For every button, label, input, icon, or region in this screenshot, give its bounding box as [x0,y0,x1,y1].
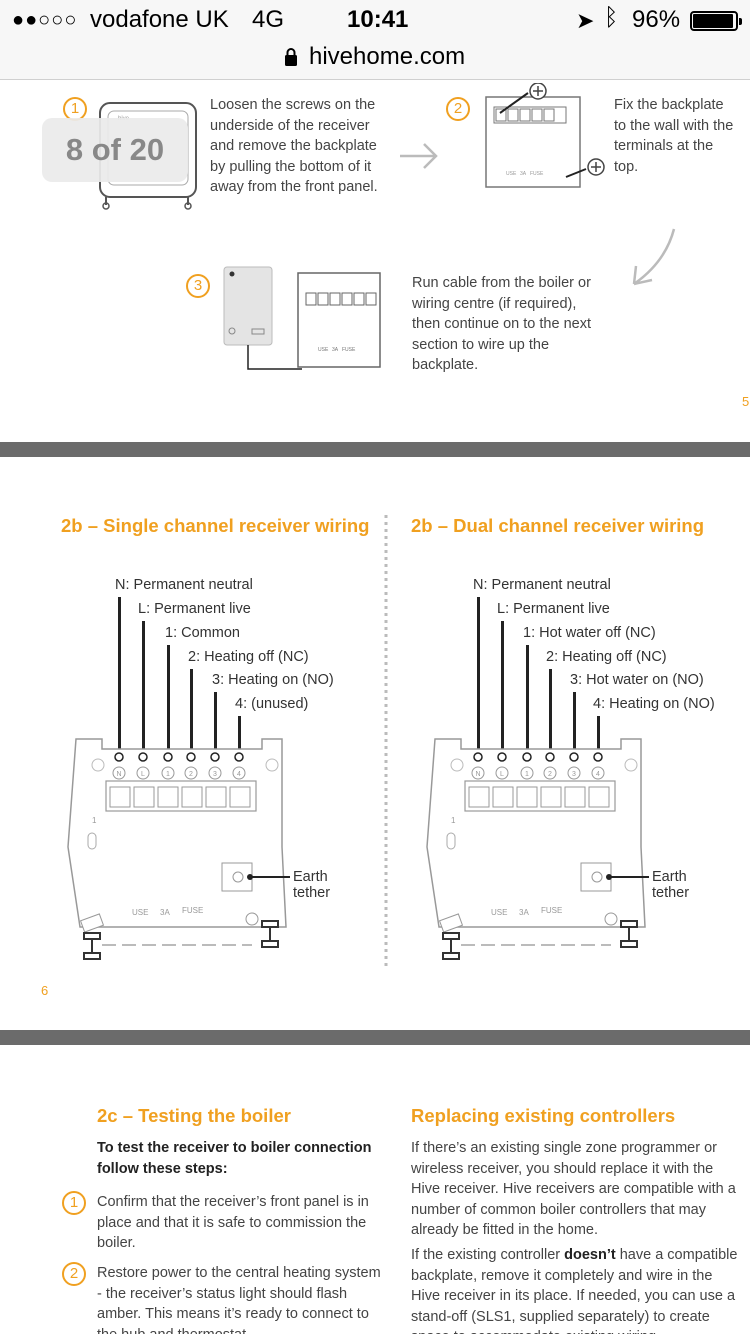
column-divider [384,515,388,970]
url-text[interactable]: hivehome.com [309,43,466,70]
svg-text:3A: 3A [519,908,529,917]
single-label-2: 2: Heating off (NC) [188,649,309,665]
testing-step-1-text: Confirm that the receiver’s front panel … [97,1194,369,1251]
svg-text:1: 1 [92,816,97,825]
dual-label-l: L: Permanent live [497,601,610,617]
status-bar: ●●○○○ vodafone UK 4G 10:41 ➤ ᛒ 96% [0,0,750,40]
svg-text:USE: USE [506,171,517,177]
testing-intro: To test the receiver to boiler connectio… [97,1140,372,1177]
single-label-l: L: Permanent live [138,601,251,617]
page-divider [0,442,750,457]
testing-step-1-badge: 1 [62,1191,86,1215]
signal-strength: ●●○○○ [12,9,78,31]
testing-step-2-text: Restore power to the central heating sys… [97,1265,381,1334]
svg-text:L: L [141,771,145,778]
arrow-down-left-icon [632,228,676,286]
dual-channel-backplate-diagram: N L 1 2 3 4 1 USE 3A FUSE [426,597,649,960]
battery-level [693,14,734,28]
single-channel-heading: 2b – Single channel receiver wiring [61,515,370,536]
testing-step-2-badge: 2 [62,1262,86,1286]
svg-text:FUSE: FUSE [541,906,562,915]
arrow-right-icon [400,143,438,169]
svg-text:3A: 3A [520,171,527,177]
single-earth-label-2: tether [293,885,331,901]
svg-text:3A: 3A [160,908,170,917]
step-3-badge: 3 [186,274,210,298]
svg-text:3: 3 [213,771,217,778]
dual-label-n: N: Permanent neutral [473,577,611,593]
replacing-controllers-heading: Replacing existing controllers [411,1105,676,1126]
dual-label-4: 4: Heating on (NO) [593,696,715,712]
cable-routing-illustration: USE 3A FUSE [223,266,381,370]
manual-page-5: hive 1 Loosen the screws on the undersid… [0,81,750,442]
page-counter-badge: 8 of 20 [42,118,188,182]
svg-text:3A: 3A [332,347,339,353]
dual-earth-label-1: Earth [652,869,687,885]
svg-text:FUSE: FUSE [342,347,356,353]
manual-page-7: 2c – Testing the boiler To test the rece… [0,1045,750,1334]
dual-earth-label-2: tether [652,885,690,901]
svg-text:3: 3 [572,771,576,778]
svg-text:1: 1 [451,816,456,825]
page-divider [0,1030,750,1045]
backplate-fixing-illustration: USE 3A FUSE [485,83,605,188]
svg-text:FUSE: FUSE [182,906,203,915]
replacing-para-2: If the existing controller doesn’t have … [411,1247,738,1334]
step-2-badge: 2 [446,97,470,121]
page-number-6: 6 [41,983,49,998]
single-label-n: N: Permanent neutral [115,577,253,593]
single-label-1: 1: Common [165,625,240,641]
svg-text:FUSE: FUSE [530,171,544,177]
url-bar[interactable]: hivehome.com [0,40,750,80]
svg-text:1: 1 [525,771,529,778]
svg-text:4: 4 [596,771,600,778]
svg-text:L: L [500,771,504,778]
testing-boiler-heading: 2c – Testing the boiler [97,1105,291,1126]
svg-text:N: N [116,771,121,778]
battery-percentage: 96% [632,6,681,33]
step-1-text: Loosen the screws on the underside of th… [210,97,378,195]
svg-text:4: 4 [237,771,241,778]
single-channel-backplate-diagram: N L 1 2 3 4 1 USE 3A FUSE [67,597,290,960]
manual-page-6: 2b – Single channel receiver wiring 2b –… [0,457,750,1030]
svg-text:USE: USE [132,908,148,917]
dual-label-2: 2: Heating off (NC) [546,649,667,665]
network-type: 4G [252,6,285,33]
single-earth-label-1: Earth [293,869,328,885]
location-arrow-icon: ➤ [576,8,595,33]
dual-label-3: 3: Hot water on (NO) [570,672,704,688]
bluetooth-icon: ᛒ [604,4,619,31]
single-label-4: 4: (unused) [235,696,309,712]
page-number-5: 5 [742,394,750,409]
battery-icon [690,11,742,31]
lock-icon [285,48,297,66]
replacing-para-1: If there’s an existing single zone progr… [411,1140,736,1238]
carrier-name: vodafone UK [90,6,229,33]
svg-text:N: N [475,771,480,778]
svg-text:2: 2 [189,771,193,778]
clock: 10:41 [347,6,409,33]
svg-text:USE: USE [491,908,507,917]
svg-text:1: 1 [166,771,170,778]
dual-channel-heading: 2b – Dual channel receiver wiring [411,515,705,536]
svg-text:2: 2 [548,771,552,778]
step-2-text: Fix the backplate to the wall with the t… [614,97,734,175]
step-3-text: Run cable from the boiler or wiring cent… [412,275,591,373]
single-label-3: 3: Heating on (NO) [212,672,334,688]
svg-text:USE: USE [318,347,329,353]
dual-label-1: 1: Hot water off (NC) [523,625,656,641]
